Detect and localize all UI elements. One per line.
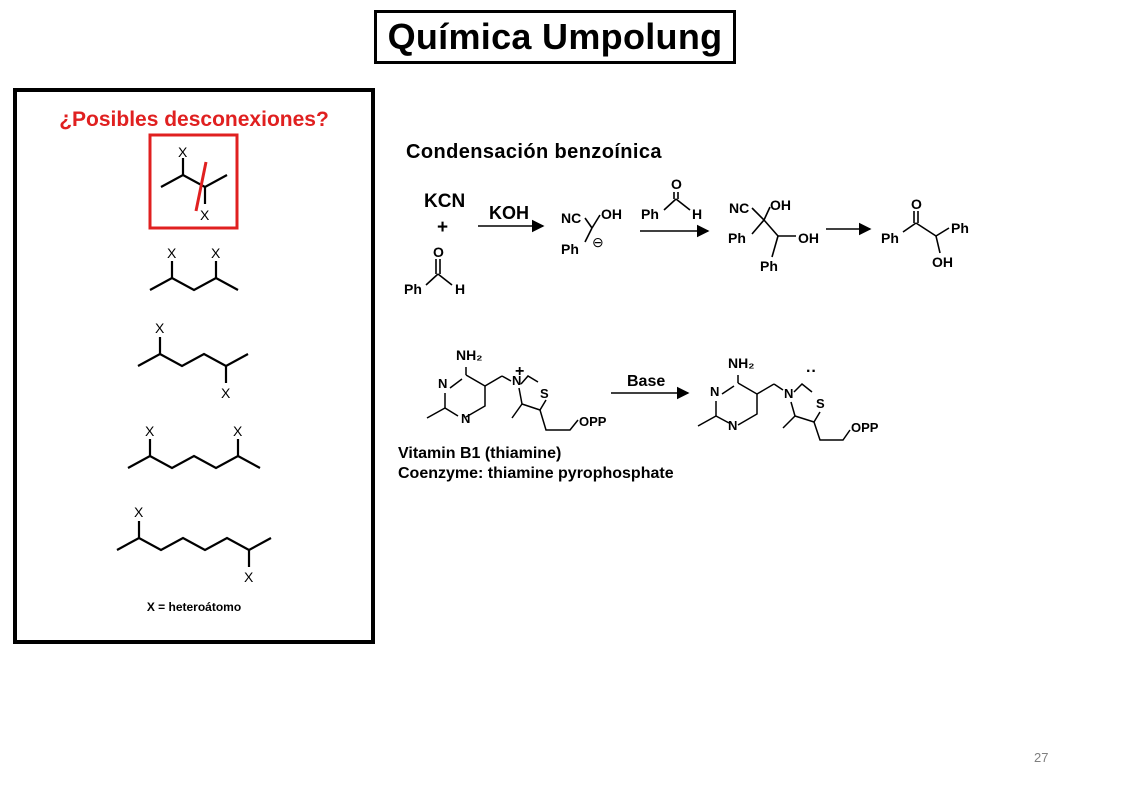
- panel-question: ¿Posibles desconexiones?: [59, 108, 329, 131]
- disconnection-mark: [194, 161, 208, 212]
- h-label: H: [692, 206, 702, 222]
- plus-sign: +: [437, 217, 448, 238]
- nh2-label: NH₂: [728, 355, 754, 371]
- ph-label: Ph: [728, 230, 746, 246]
- ylide-bonds: [697, 375, 851, 441]
- x-label: X: [211, 245, 221, 261]
- section-heading: Condensación benzoínica: [406, 141, 662, 163]
- oxygen-label: O: [433, 244, 444, 260]
- nc-label: NC: [729, 200, 749, 216]
- structure-1-2-dix: [160, 158, 228, 204]
- oh-label: OH: [798, 230, 819, 246]
- x-label: X: [178, 144, 188, 160]
- benzaldehyde-bonds: [425, 259, 453, 286]
- x-label: X: [167, 245, 177, 261]
- ring-n-label: N: [438, 376, 447, 391]
- x-label: X: [244, 569, 254, 585]
- page-number: 27: [1034, 750, 1049, 765]
- thiazolium-n-label: N: [512, 373, 521, 388]
- thiamine-bonds: [426, 367, 579, 431]
- ring-n-label: N: [710, 384, 719, 399]
- oh-label: OH: [932, 254, 953, 270]
- thiamine-scheme: NH₂ N N N + S OPP Base NH₂ N N N: [426, 347, 879, 441]
- ph-label: Ph: [641, 206, 659, 222]
- plus-charge: +: [515, 363, 524, 380]
- kcn-label: KCN: [424, 191, 465, 212]
- oxygen-label: O: [911, 196, 922, 212]
- opp-label: OPP: [851, 420, 879, 435]
- oxygen-label: O: [671, 176, 682, 192]
- heteroatom-note: X = heteroátomo: [146, 600, 242, 614]
- benzoin-bonds: [902, 211, 950, 254]
- adduct-bonds: [751, 206, 796, 258]
- nc-label: NC: [561, 210, 581, 226]
- benzaldehyde-bonds: [663, 192, 691, 211]
- anion-bonds: [584, 214, 601, 243]
- oh-label: OH: [770, 197, 791, 213]
- structure-1-6-dix: [116, 521, 272, 567]
- thiamine-caption-line1: Vitamin B1 (thiamine): [398, 445, 562, 462]
- thiamine-caption-line2: Coenzyme: thiamine pyrophosphate: [398, 465, 674, 482]
- disconnections-panel: ¿Posibles desconexiones? X = heteroátomo: [13, 88, 375, 644]
- ph-label: Ph: [951, 220, 969, 236]
- s-label: S: [816, 396, 825, 411]
- ph-label: Ph: [881, 230, 899, 246]
- slide-title: Química Umpolung: [374, 10, 736, 64]
- ph-label: Ph: [760, 258, 778, 274]
- base-label: Base: [627, 373, 665, 390]
- ph-label: Ph: [561, 241, 579, 257]
- x-label: X: [200, 207, 210, 223]
- structure-1-3-dix: [149, 261, 239, 292]
- benzoin-scheme: KCN + O Ph H KOH NC OH Ph ⊖ O: [404, 176, 969, 297]
- ring-n-label: N: [461, 411, 470, 426]
- s-label: S: [540, 386, 549, 401]
- carbanion-charge: ⊖: [592, 234, 604, 250]
- opp-label: OPP: [579, 414, 607, 429]
- structure-1-4-dix: [137, 337, 249, 383]
- ph-label: Ph: [404, 281, 422, 297]
- x-label: X: [221, 385, 231, 401]
- x-label: X: [233, 423, 243, 439]
- oh-label: OH: [601, 206, 622, 222]
- x-label: X: [145, 423, 155, 439]
- koh-label: KOH: [489, 203, 529, 223]
- structure-1-5-dix: [127, 439, 261, 470]
- highlight-box: [148, 133, 239, 230]
- x-label: X: [155, 320, 165, 336]
- h-label: H: [455, 281, 465, 297]
- carbene-lone-pair: ··: [806, 363, 817, 380]
- ring-n-label: N: [728, 418, 737, 433]
- thiazole-n-label: N: [784, 386, 793, 401]
- nh2-label: NH₂: [456, 347, 482, 363]
- x-label: X: [134, 504, 144, 520]
